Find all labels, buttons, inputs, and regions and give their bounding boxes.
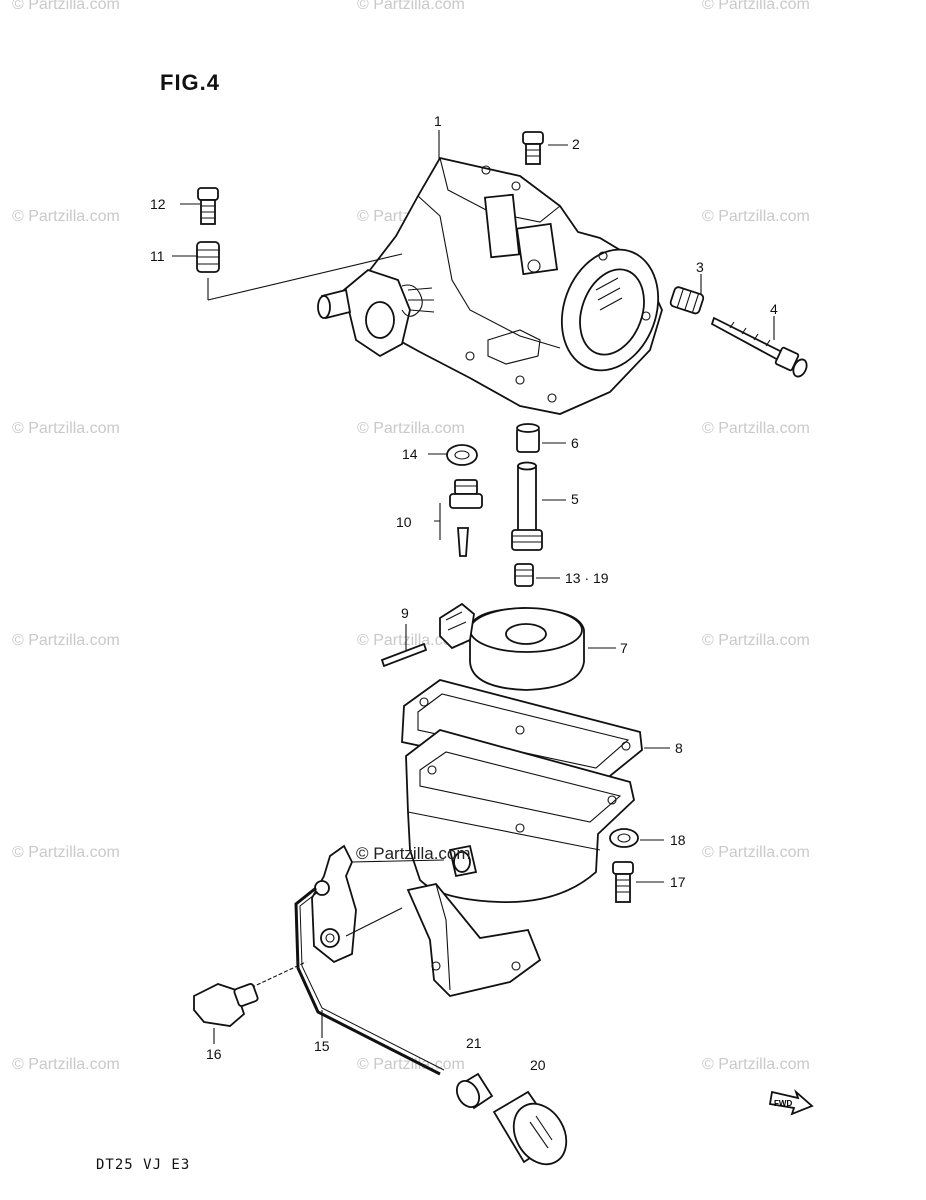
watermark: © Partzilla.com: [12, 844, 120, 861]
watermark: © Partzilla.com: [702, 1056, 810, 1073]
watermark: © Partzilla.com: [702, 0, 810, 13]
callout-11: 11: [150, 248, 165, 264]
part-11-spring[interactable]: [196, 241, 220, 273]
leader-bracket: [434, 503, 441, 540]
callout-7: 7: [620, 640, 628, 656]
callout-5: 5: [571, 491, 579, 507]
part-20-knob[interactable]: [492, 1090, 577, 1174]
footer-model-code: DT25 VJ E3: [96, 1157, 191, 1173]
fwd-arrow-icon: FWD: [768, 1089, 814, 1116]
part-4-pilot-screw[interactable]: [710, 316, 809, 379]
callout-21: 21: [466, 1035, 482, 1051]
part-10-needle-valve[interactable]: [449, 479, 483, 557]
callout-8: 8: [675, 740, 683, 756]
figure-title: FIG.4: [160, 70, 221, 95]
choke-lever-plate[interactable]: [311, 844, 357, 964]
leader-line: [351, 859, 445, 863]
watermark: © Partzilla.com: [12, 420, 120, 437]
watermark: © Partzilla.com: [12, 632, 120, 649]
leader-line: [245, 961, 307, 991]
callout-3: 3: [696, 259, 704, 275]
callout-17: 17: [670, 874, 686, 890]
part-17-screw[interactable]: [612, 861, 634, 903]
part-13-19-jet[interactable]: [514, 563, 534, 587]
callout-6: 6: [571, 435, 579, 451]
watermark: © Partzilla.com: [702, 632, 810, 649]
part-21-grommet[interactable]: [452, 1072, 494, 1111]
fwd-label: FWD: [774, 1099, 792, 1108]
callout-4: 4: [770, 301, 778, 317]
watermark-center: © Partzilla.com: [356, 844, 471, 863]
watermark: © Partzilla.com: [702, 420, 810, 437]
callout-18: 18: [670, 832, 686, 848]
part-2-screw[interactable]: [522, 131, 544, 165]
callout-13-19: 13 · 19: [565, 570, 609, 586]
part-6-cap[interactable]: [516, 423, 540, 453]
callout-15: 15: [314, 1038, 330, 1054]
part-5-main-nozzle[interactable]: [511, 461, 543, 551]
part-15-choke-rod[interactable]: [294, 886, 445, 1076]
watermark: © Partzilla.com: [702, 208, 810, 225]
watermark: © Partzilla.com: [357, 420, 465, 437]
watermark: © Partzilla.com: [12, 208, 120, 225]
callout-2: 2: [572, 136, 580, 152]
callout-12: 12: [150, 196, 166, 212]
watermark: © Partzilla.com: [12, 1056, 120, 1073]
callout-leaders: [172, 130, 775, 1044]
part-9-pin[interactable]: [380, 642, 428, 668]
part-18-washer[interactable]: [609, 828, 639, 848]
watermark: © Partzilla.com: [357, 1056, 465, 1073]
callout-20: 20: [530, 1057, 546, 1073]
part-12-screw[interactable]: [197, 187, 219, 225]
callout-1: 1: [434, 113, 442, 129]
leader-line: [345, 907, 403, 937]
part-14-washer[interactable]: [446, 444, 478, 466]
part-8-gasket[interactable]: [401, 679, 643, 785]
part-1-carburetor-body[interactable]: [317, 156, 674, 415]
callout-9: 9: [401, 605, 409, 621]
callout-16: 16: [206, 1046, 222, 1062]
watermark: © Partzilla.com: [357, 0, 465, 13]
watermark: © Partzilla.com: [12, 0, 120, 13]
part-3-spring[interactable]: [669, 286, 705, 315]
part-7-float[interactable]: [439, 602, 585, 691]
part-16-bolt[interactable]: [193, 983, 259, 1027]
watermark: © Partzilla.com: [702, 844, 810, 861]
watermark: © Partzilla.com: [357, 632, 465, 649]
callout-10: 10: [396, 514, 412, 530]
callout-14: 14: [402, 446, 418, 462]
choke-bracket[interactable]: [406, 883, 542, 997]
leader-line: [207, 253, 403, 301]
